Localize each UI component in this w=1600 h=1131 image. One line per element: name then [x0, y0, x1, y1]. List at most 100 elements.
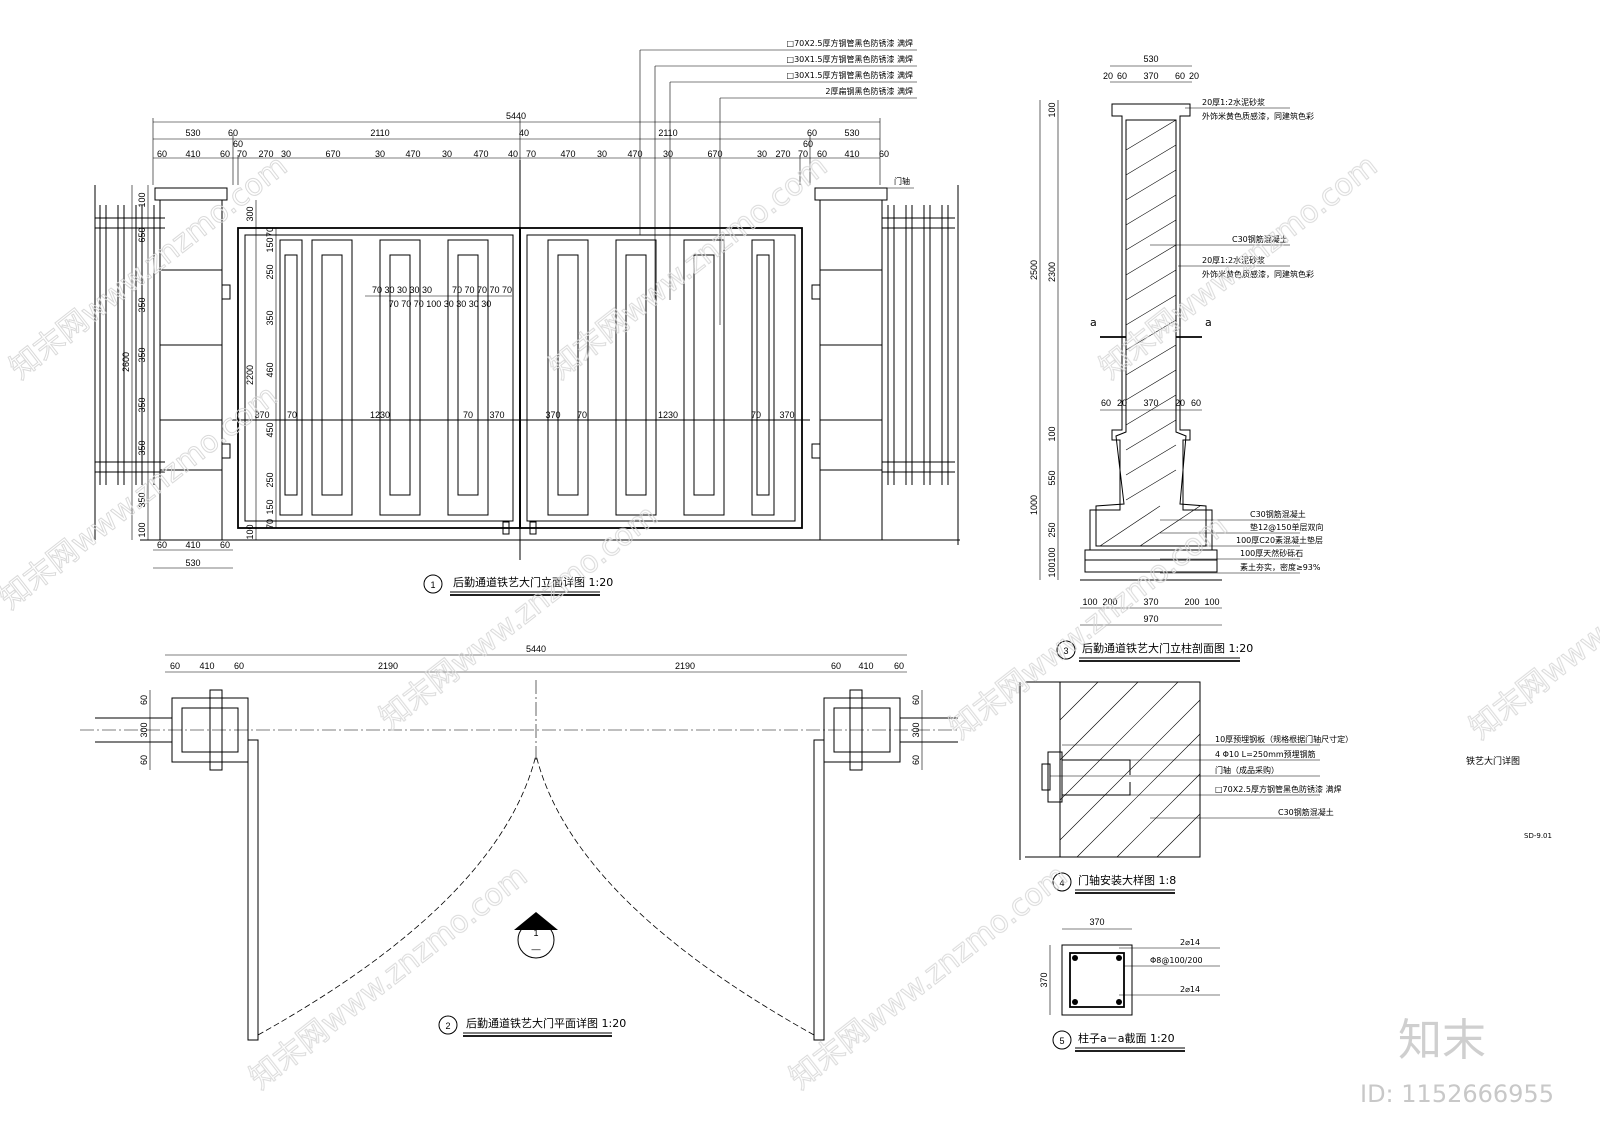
svg-text:20厚1:2水泥砂浆: 20厚1:2水泥砂浆	[1202, 97, 1265, 107]
svg-text:1230: 1230	[658, 410, 678, 420]
svg-text:后勤通道铁艺大门立柱剖面图 1:20: 后勤通道铁艺大门立柱剖面图 1:20	[1082, 641, 1253, 655]
svg-text:60: 60	[1191, 398, 1201, 408]
svg-text:30: 30	[281, 149, 291, 159]
svg-text:60: 60	[234, 661, 244, 671]
svg-text:60: 60	[1117, 71, 1127, 81]
pillar-vdims: 100 2300 100 550 250 100 100 2500 1000	[1029, 100, 1059, 580]
plan-view: 5440 60 410 60 2190 2190 60 410 60 60 30…	[80, 644, 960, 1041]
svg-text:素土夯实，密度≥93%: 素土夯实，密度≥93%	[1240, 562, 1321, 572]
plan-title: 2 后勤通道铁艺大门平面详图 1:20	[438, 1015, 626, 1037]
svg-text:60: 60	[911, 755, 921, 765]
svg-text:1000: 1000	[1029, 495, 1039, 515]
svg-text:370: 370	[1039, 972, 1049, 987]
svg-text:100: 100	[1047, 547, 1057, 562]
dim-row2: 60 410 60 70 270 30 670 30 470 30 470 40…	[157, 149, 889, 159]
svg-text:150: 150	[265, 237, 275, 252]
right-pillar: 门轴	[811, 176, 914, 541]
svg-text:60: 60	[233, 139, 243, 149]
dim-total: 5440	[506, 111, 526, 121]
svg-text:70: 70	[463, 410, 473, 420]
svg-text:350: 350	[137, 440, 147, 455]
svg-text:60: 60	[139, 755, 149, 765]
svg-text:30: 30	[442, 149, 452, 159]
svg-text:410: 410	[185, 540, 200, 550]
svg-text:100厚天然砂砾石: 100厚天然砂砾石	[1240, 548, 1303, 558]
svg-text:60: 60	[807, 128, 817, 138]
svg-text:250: 250	[265, 264, 275, 279]
svg-text:知末网www.znzmo.com: 知末网www.znzmo.com	[373, 498, 664, 736]
svg-text:2⌀14: 2⌀14	[1180, 938, 1200, 947]
svg-text:550: 550	[1047, 470, 1057, 485]
svg-text:知末网www.znzmo.com: 知末网www.znzmo.com	[243, 858, 534, 1096]
svg-text:1: 1	[533, 928, 538, 938]
svg-text:1: 1	[430, 580, 435, 590]
svg-text:知末网www.znzmo.com: 知末网www.znzmo.com	[943, 508, 1234, 746]
sheet-info: 铁艺大门详图 SD-9.01	[1466, 755, 1552, 840]
svg-text:2110: 2110	[658, 128, 677, 138]
svg-text:知末网www.znzmo.com: 知末网www.znzmo.com	[1093, 148, 1384, 386]
svg-text:370: 370	[489, 410, 504, 420]
dim-row1: 530 60 2110 40 2110 60 530 60 60	[185, 128, 859, 149]
svg-text:2: 2	[445, 1021, 450, 1031]
svg-text:650: 650	[137, 227, 147, 242]
svg-text:250: 250	[265, 472, 275, 487]
svg-text:60: 60	[157, 540, 167, 550]
hinge-label: 门轴	[894, 176, 910, 186]
svg-text:300: 300	[911, 722, 921, 737]
svg-text:530: 530	[185, 128, 200, 138]
svg-text:370: 370	[1143, 597, 1158, 607]
callout-3: □30X1.5厚方钢管黑色防锈漆 满焊	[787, 70, 913, 80]
svg-text:30: 30	[663, 149, 673, 159]
svg-text:470: 470	[473, 149, 488, 159]
hinge-detail-view: 10厚预埋钢板（规格根据门轴尺寸定） 4 Φ10 L=250mm预埋钢筋 门轴（…	[1019, 681, 1353, 894]
svg-text:垫12@150单层双向: 垫12@150单层双向	[1250, 522, 1323, 532]
svg-text:70 70 70 100 30 30 30 30: 70 70 70 100 30 30 30 30	[389, 299, 492, 309]
svg-text:70: 70	[265, 227, 275, 237]
svg-text:100厚C20素混凝土垫层: 100厚C20素混凝土垫层	[1236, 535, 1323, 545]
svg-text:70: 70	[287, 410, 297, 420]
svg-text:370: 370	[1143, 398, 1158, 408]
elevation-bottom-dims: 60 410 60 530	[140, 539, 960, 569]
elevation-title: 1 后勤通道铁艺大门立面详图 1:20	[423, 574, 613, 596]
svg-text:370: 370	[779, 410, 794, 420]
svg-text:60: 60	[139, 695, 149, 705]
svg-text:2190: 2190	[378, 661, 398, 671]
svg-text:5: 5	[1059, 1036, 1064, 1046]
svg-text:70: 70	[265, 519, 275, 529]
svg-text:知末网www.znzmo.com: 知末网www.znzmo.com	[543, 148, 834, 386]
svg-text:470: 470	[627, 149, 642, 159]
svg-text:30: 30	[597, 149, 607, 159]
svg-text:70: 70	[798, 149, 808, 159]
svg-text:70: 70	[577, 410, 587, 420]
svg-text:350: 350	[137, 297, 147, 312]
svg-text:350: 350	[265, 310, 275, 325]
gate-mid-dims: 70 30 30 30 30 70 70 70 70 70 70 70 70 1…	[254, 285, 794, 420]
svg-text:60: 60	[1101, 398, 1111, 408]
gate-vdims: 300 150 70 250 350 460 450 250 150 70 10…	[245, 200, 277, 540]
svg-text:300: 300	[139, 722, 149, 737]
column-title: 5 柱子a－a截面 1:20	[1052, 1030, 1185, 1052]
elevation-view: 5440 530 60 2110 40 2110 60 530 60 60 60…	[94, 38, 960, 596]
right-fence	[882, 185, 959, 545]
svg-text:C30钢筋混凝土: C30钢筋混凝土	[1278, 807, 1334, 817]
svg-text:2500: 2500	[1029, 260, 1039, 280]
svg-text:知末网www.znzmo.com: 知末网www.znzmo.com	[3, 148, 294, 386]
svg-text:20: 20	[1175, 398, 1185, 408]
svg-text:2110: 2110	[370, 128, 389, 138]
svg-text:后勤通道铁艺大门平面详图 1:20: 后勤通道铁艺大门平面详图 1:20	[466, 1016, 626, 1030]
svg-text:670: 670	[325, 149, 340, 159]
svg-text:270: 270	[258, 149, 273, 159]
svg-text:100: 100	[1047, 426, 1057, 441]
swing-arc-left	[257, 754, 537, 1036]
svg-text:450: 450	[265, 422, 275, 437]
svg-text:350: 350	[137, 347, 147, 362]
svg-text:100: 100	[137, 522, 147, 537]
svg-text:□70X2.5厚方钢管黑色防锈漆 满焊: □70X2.5厚方钢管黑色防锈漆 满焊	[1215, 784, 1341, 794]
svg-text:100: 100	[1204, 597, 1219, 607]
svg-text:70: 70	[751, 410, 761, 420]
svg-text:30: 30	[375, 149, 385, 159]
svg-text:100: 100	[245, 524, 255, 539]
svg-text:40: 40	[519, 128, 529, 138]
svg-text:200: 200	[1184, 597, 1199, 607]
section-marker: 1 —	[514, 912, 558, 959]
